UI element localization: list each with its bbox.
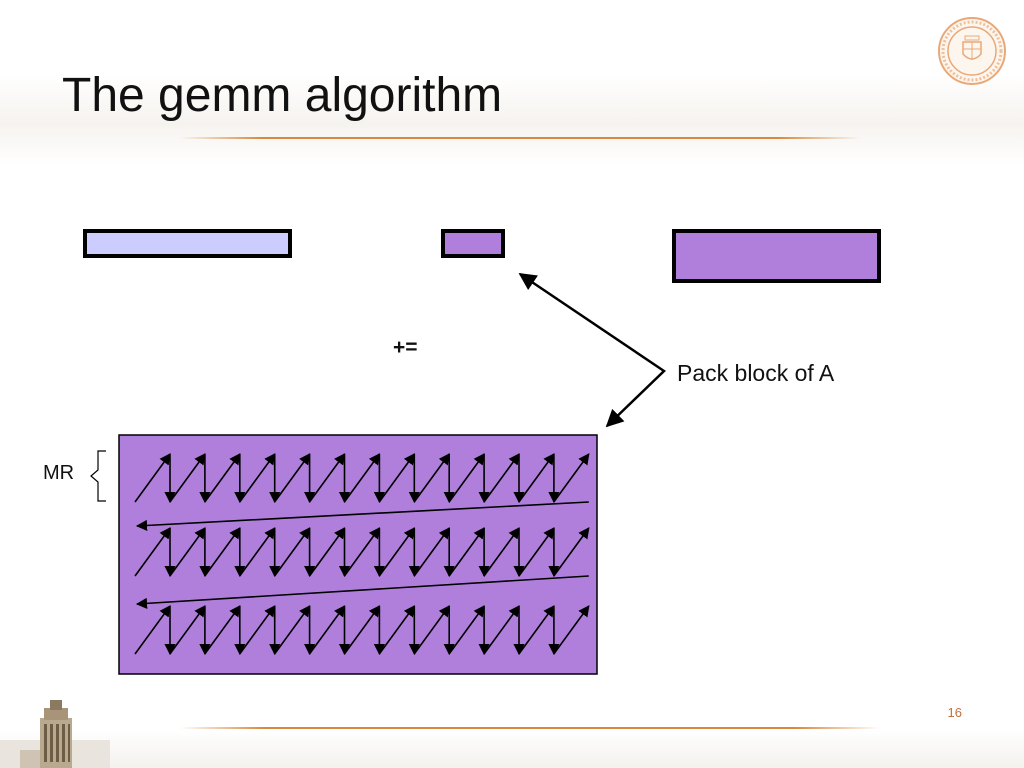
zigzag-up-arrow [553,453,590,503]
mr-brace [90,450,106,502]
b-panel-block [672,229,881,283]
c-row-block [83,229,292,258]
zigzag-up-arrow [308,453,346,503]
plus-equals-operator: += [393,336,418,359]
zigzag-up-arrow [378,605,415,655]
zigzag-up-arrow [483,605,520,655]
pack-callout-arrow [518,272,666,428]
zigzag-up-arrow [239,605,276,655]
zigzag-up-arrow [273,527,311,577]
zigzag-up-arrow [413,453,450,503]
zigzag-up-arrow [413,605,450,655]
zigzag-up-arrow [239,527,276,577]
zigzag-up-arrow [204,453,241,503]
zigzag-traversal-arrows [134,453,590,656]
zigzag-up-arrow [448,453,485,503]
zigzag-up-arrow [448,527,485,577]
zigzag-up-arrow [239,453,276,503]
zigzag-up-arrow [169,605,206,655]
mr-label: MR [43,462,75,484]
zigzag-up-arrow [483,453,520,503]
row-return-arrow [135,575,589,609]
pack-block-label: Pack block of A [677,360,835,386]
zigzag-up-arrow [413,527,450,577]
zigzag-up-arrow [518,453,555,503]
tower-logo [0,700,110,768]
zigzag-up-arrow [378,527,415,577]
zigzag-up-arrow [134,605,171,655]
slide-title: The gemm algorithm [62,69,503,122]
zigzag-up-arrow [308,527,346,577]
zigzag-up-arrow [169,453,206,503]
footer-band [0,730,1024,768]
zigzag-up-arrow [553,527,590,577]
zigzag-up-arrow [518,527,555,577]
packed-a-block [118,434,598,675]
zigzag-up-arrow [343,527,381,577]
zigzag-up-arrow [134,527,171,577]
zigzag-up-arrow [204,605,241,655]
title-rule [180,137,860,139]
university-seal-logo [938,17,1006,85]
zigzag-up-arrow [378,453,415,503]
footer-rule [180,727,880,729]
page-number: 16 [947,705,962,720]
zigzag-up-arrow [518,605,555,655]
zigzag-up-arrow [343,453,381,503]
zigzag-up-arrow [204,527,241,577]
zigzag-up-arrow [273,605,311,655]
zigzag-up-arrow [343,605,381,655]
zigzag-up-arrow [134,453,171,503]
a-block-small [441,229,505,258]
zigzag-up-arrow [273,453,311,503]
zigzag-up-arrow [308,605,346,655]
zigzag-up-arrow [448,605,485,655]
zigzag-up-arrow [169,527,206,577]
row-return-arrow [135,501,589,532]
zigzag-up-arrow [553,605,590,655]
zigzag-up-arrow [483,527,520,577]
